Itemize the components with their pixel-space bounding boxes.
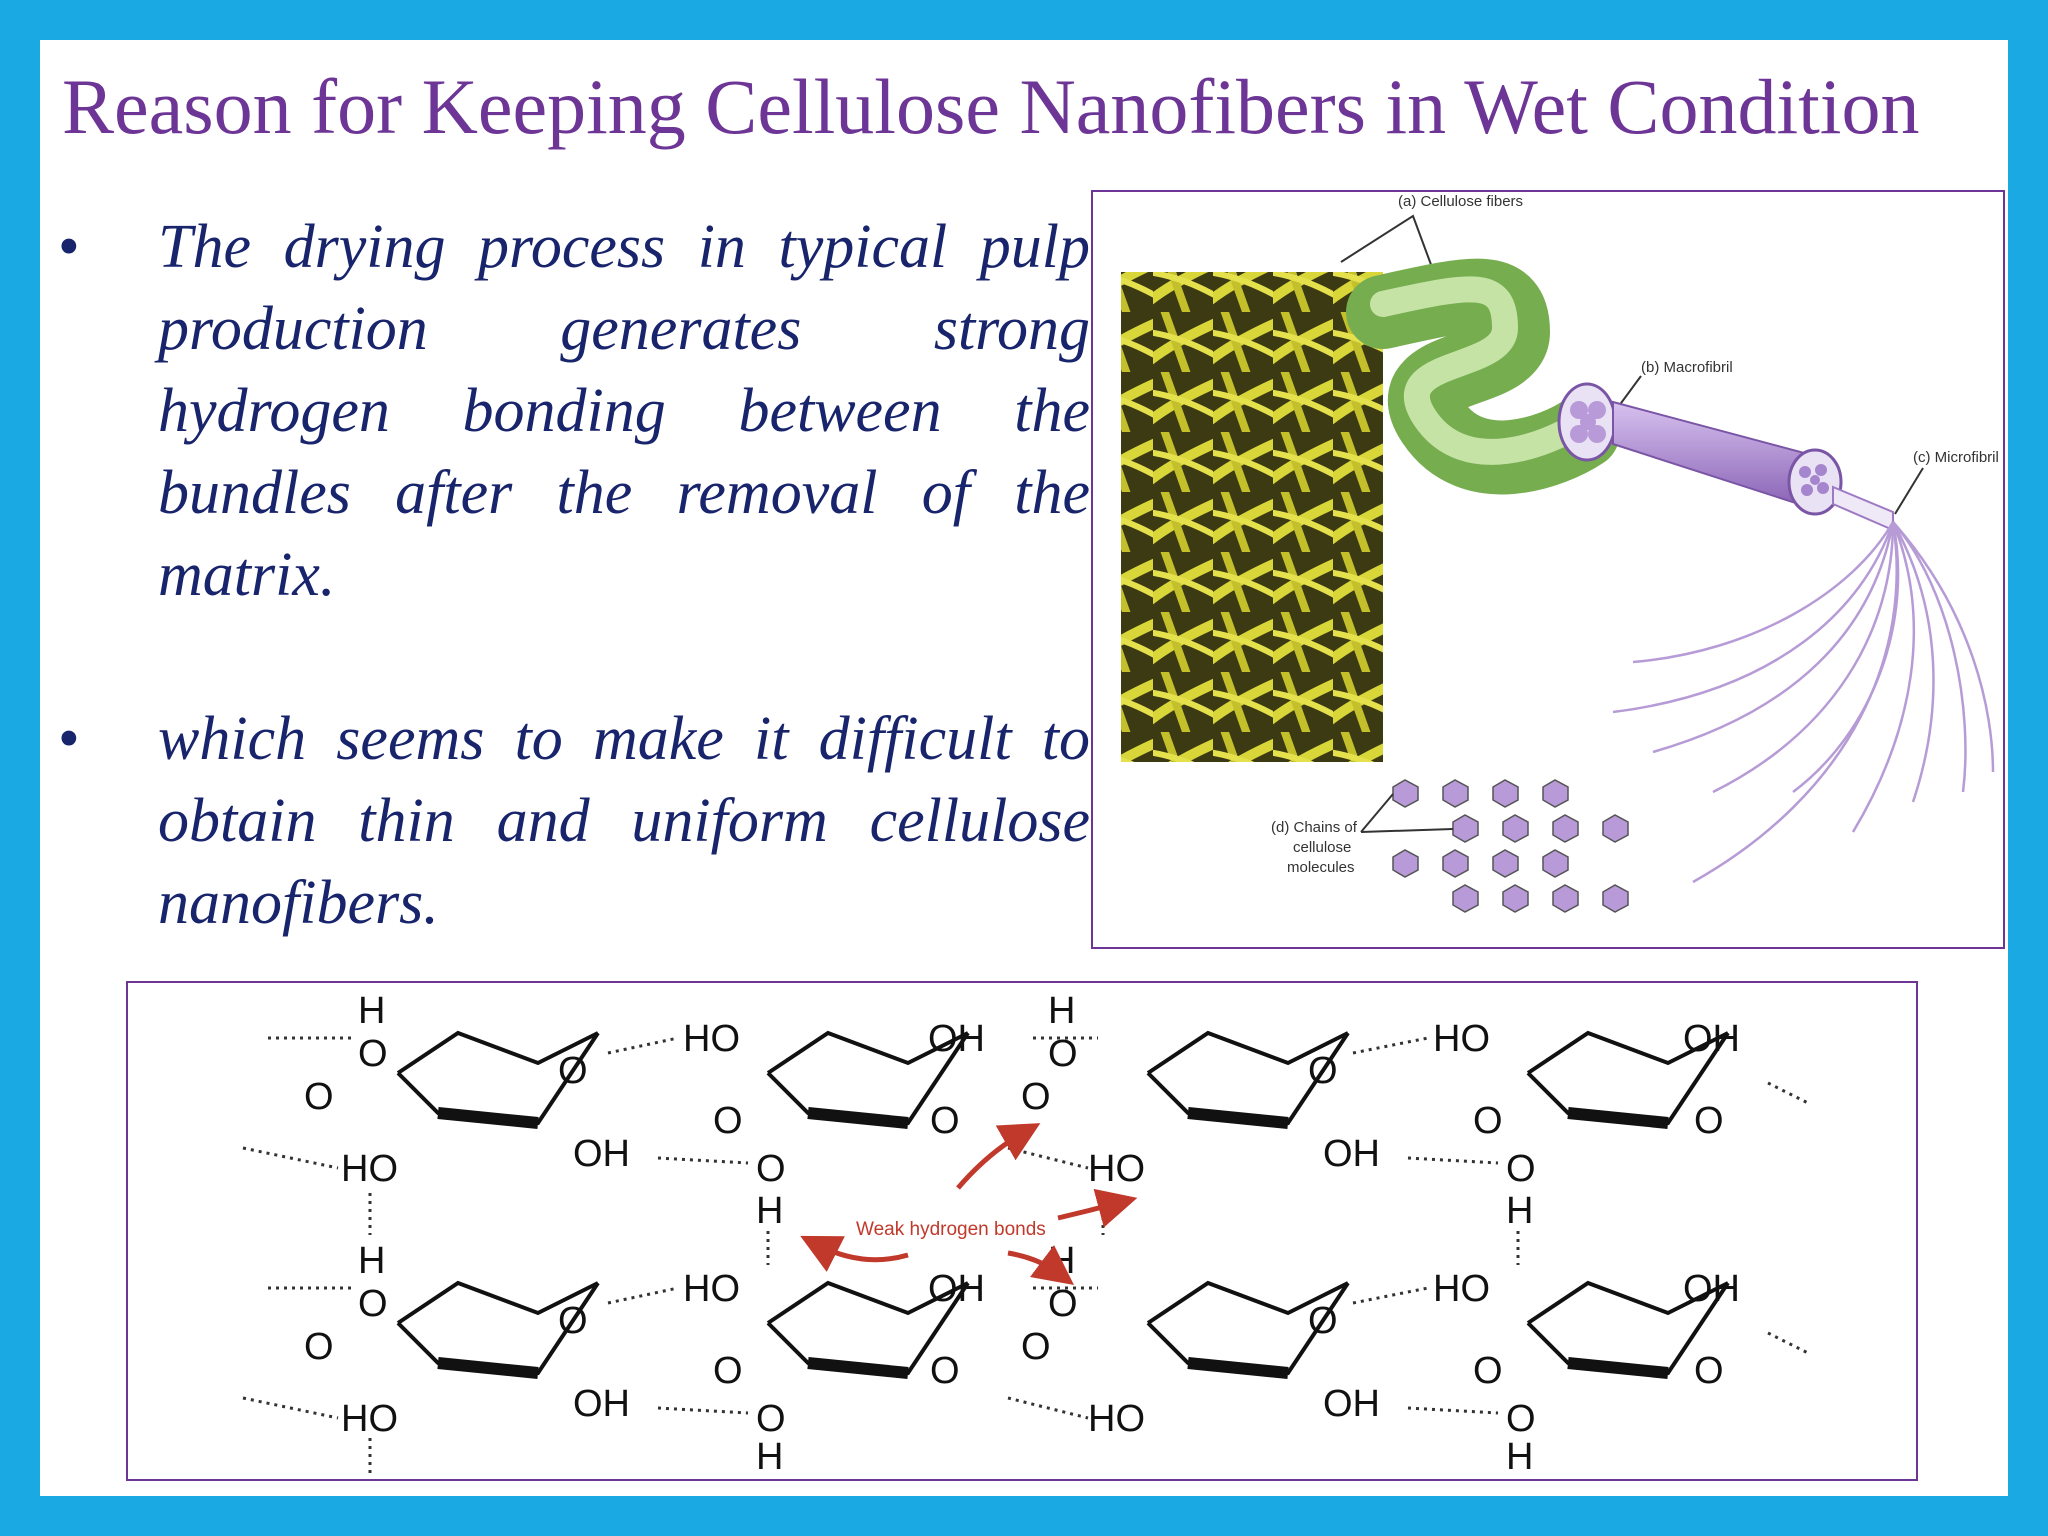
lower-cellulose-chain: H O O HO O HO OH O O H OH O H O O HO O H… [304, 1240, 1740, 1478]
label-microfibril: (c) Microfibril [1913, 449, 1999, 466]
cellulose-chain-strands [1612, 521, 1995, 884]
svg-text:HO: HO [1433, 1018, 1490, 1060]
svg-text:O: O [1048, 1033, 1078, 1075]
svg-text:HO: HO [1433, 1268, 1490, 1310]
svg-text:O: O [558, 1300, 588, 1342]
svg-text:O: O [756, 1398, 786, 1440]
svg-text:O: O [713, 1350, 743, 1392]
bullet-marker: • [58, 705, 80, 773]
slide-title: Reason for Keeping Cellulose Nanofibers … [62, 63, 1920, 150]
svg-text:O: O [930, 1100, 960, 1142]
svg-text:O: O [1473, 1350, 1503, 1392]
svg-text:H: H [1048, 1240, 1075, 1282]
label-cellulose-fibers: (a) Cellulose fibers [1398, 193, 1523, 210]
svg-text:O: O [1694, 1350, 1724, 1392]
bullet-marker: • [58, 213, 80, 281]
svg-text:O: O [358, 1283, 388, 1325]
svg-text:O: O [558, 1050, 588, 1092]
svg-text:OH: OH [928, 1018, 985, 1060]
svg-text:O: O [1021, 1076, 1051, 1118]
svg-text:H: H [1506, 1436, 1533, 1478]
svg-text:O: O [304, 1076, 334, 1118]
svg-text:H: H [1506, 1190, 1533, 1232]
svg-text:HO: HO [683, 1268, 740, 1310]
label-chains-line1: (d) Chains of [1271, 819, 1358, 836]
svg-text:HO: HO [341, 1398, 398, 1440]
svg-text:O: O [304, 1326, 334, 1368]
slide: Reason for Keeping Cellulose Nanofibers … [40, 40, 2008, 1496]
svg-text:OH: OH [1323, 1383, 1380, 1425]
svg-text:OH: OH [1683, 1268, 1740, 1310]
svg-text:OH: OH [1323, 1133, 1380, 1175]
svg-text:O: O [358, 1033, 388, 1075]
macrofibril-cone [1612, 400, 1809, 509]
svg-text:OH: OH [1683, 1018, 1740, 1060]
upper-cellulose-chain: H O O HO O HO OH O O H OH O H O O HO O H… [304, 990, 1740, 1232]
hydrogen-bond-dots [242, 1036, 1809, 1473]
svg-text:O: O [1048, 1283, 1078, 1325]
svg-text:O: O [756, 1148, 786, 1190]
svg-text:HO: HO [341, 1148, 398, 1190]
svg-text:H: H [756, 1436, 783, 1478]
svg-text:O: O [1021, 1326, 1051, 1368]
hydrogen-bond-arrows [800, 1123, 1138, 1285]
cellulose-hierarchy-diagram: (a) Cellulose fibers (b) Macrofibril (c)… [1121, 193, 1999, 913]
svg-text:O: O [1694, 1100, 1724, 1142]
svg-text:H: H [1048, 990, 1075, 1032]
hydrogen-bond-diagram: H O O HO O HO OH O O H OH O H O O HO O H… [242, 990, 1809, 1478]
svg-text:HO: HO [683, 1018, 740, 1060]
label-chains-line3: molecules [1287, 859, 1355, 876]
svg-text:O: O [1506, 1148, 1536, 1190]
fiber-micrograph [1121, 272, 1383, 762]
svg-text:O: O [1473, 1100, 1503, 1142]
svg-text:H: H [756, 1190, 783, 1232]
svg-text:H: H [358, 1240, 385, 1282]
svg-text:O: O [713, 1100, 743, 1142]
svg-text:HO: HO [1088, 1148, 1145, 1190]
bullet-item-difficulty: • which seems to make it difficult to ob… [58, 698, 1090, 944]
microfibril-rod [1832, 485, 1894, 532]
bullet-item-drying: • The drying process in typical pulp pro… [58, 206, 1090, 616]
svg-text:OH: OH [573, 1383, 630, 1425]
svg-text:HO: HO [1088, 1398, 1145, 1440]
hydrogen-bond-structure-figure: H O O HO O HO OH O O H OH O H O O HO O H… [126, 981, 1918, 1481]
svg-text:O: O [1506, 1398, 1536, 1440]
svg-text:OH: OH [928, 1268, 985, 1310]
glucose-chains [1392, 779, 1629, 913]
bullet-list: • The drying process in typical pulp pro… [58, 206, 1090, 944]
label-chains-line2: cellulose [1293, 839, 1351, 856]
svg-text:O: O [930, 1350, 960, 1392]
bullet-text: The drying process in typical pulp produ… [158, 213, 1090, 609]
weak-hydrogen-bonds-label: Weak hydrogen bonds [856, 1219, 1046, 1240]
svg-text:OH: OH [573, 1133, 630, 1175]
svg-text:O: O [1308, 1050, 1338, 1092]
label-macrofibril: (b) Macrofibril [1641, 359, 1733, 376]
bullet-text: which seems to make it difficult to obta… [158, 705, 1090, 937]
svg-text:H: H [358, 990, 385, 1032]
cellulose-hierarchy-figure: (a) Cellulose fibers (b) Macrofibril (c)… [1091, 190, 2005, 949]
svg-text:O: O [1308, 1300, 1338, 1342]
